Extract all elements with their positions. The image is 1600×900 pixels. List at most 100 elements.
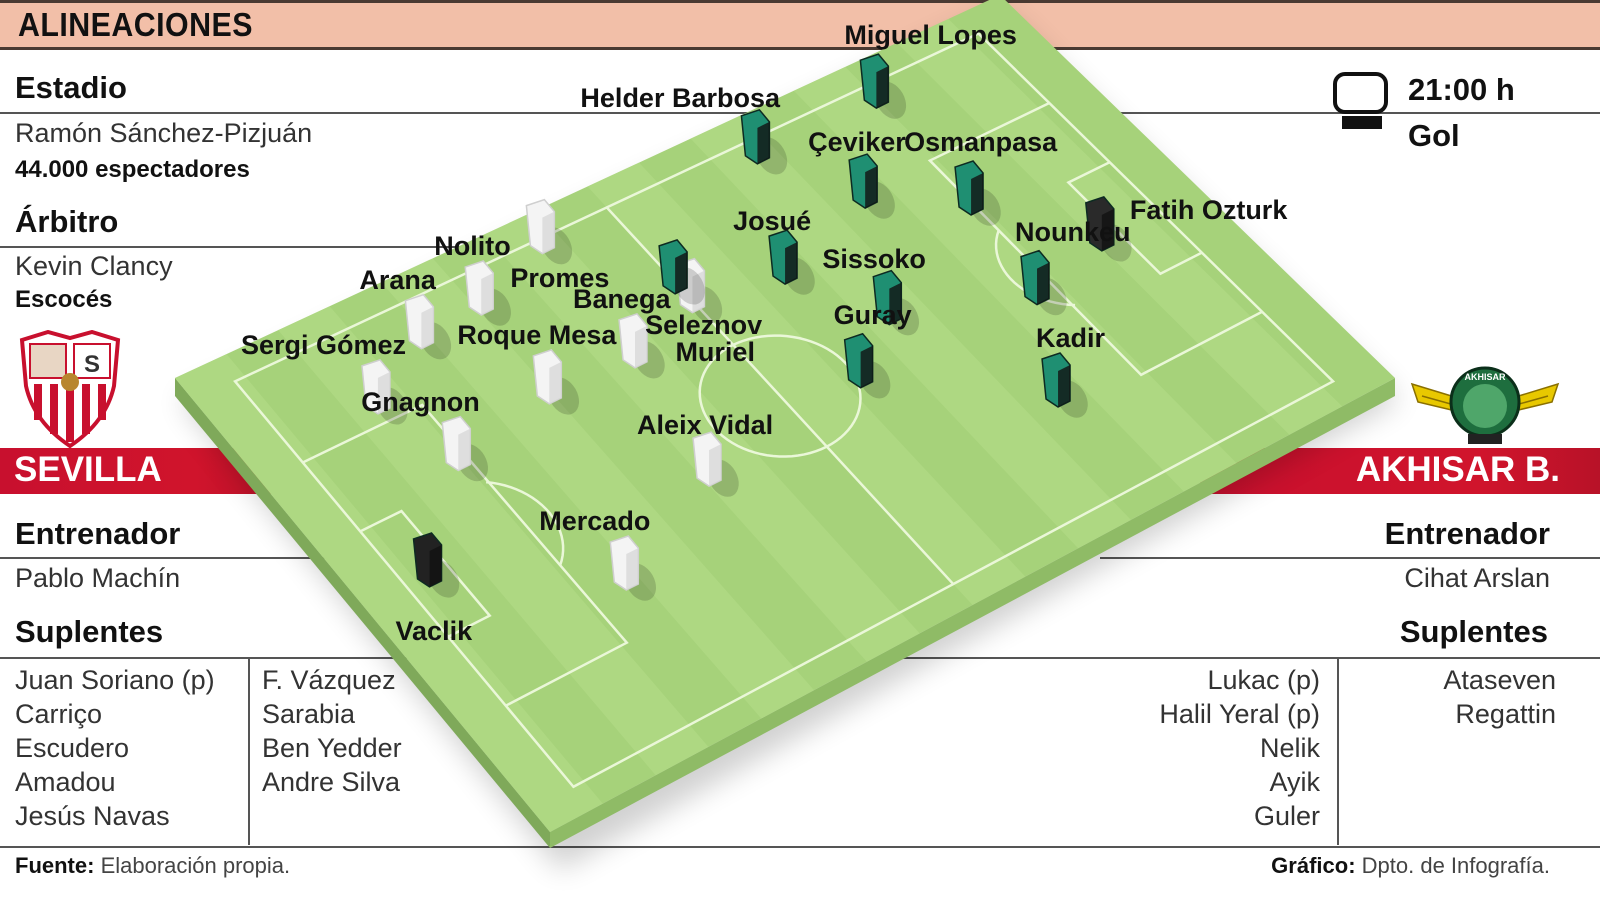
player-side: [377, 371, 390, 414]
divider: [0, 657, 460, 659]
divider: [900, 657, 1600, 659]
pitch-edge-right: [550, 378, 1395, 848]
divider: [0, 846, 1600, 848]
pitch-stripe: [690, 114, 1131, 549]
home-player-figure: [609, 535, 657, 601]
sub-player: Ayik: [1269, 767, 1320, 797]
referee-name: Kevin Clancy: [15, 251, 173, 281]
player-side: [709, 444, 722, 487]
sub-player: Sarabia: [262, 699, 356, 729]
away-player-name: Guray: [833, 299, 912, 330]
akhisar-crest-icon: AKHISAR: [1410, 366, 1560, 444]
player-side: [626, 548, 639, 591]
sub-player: Amadou: [15, 767, 116, 797]
tv-icon: [1333, 72, 1388, 114]
home-player-figure: [464, 260, 511, 326]
player-side: [458, 428, 471, 471]
player-side: [865, 166, 878, 209]
away-player-name: Seleznov: [645, 309, 763, 340]
away-team-name: AKHISAR B.: [1355, 450, 1560, 489]
home-player-name: Mercado: [539, 506, 651, 537]
away-subs-col2: Ataseven Regattin: [1443, 663, 1556, 731]
away-player-figure: [1041, 352, 1088, 418]
home-player-name: Banega: [573, 283, 671, 314]
home-player-name: Aleix Vidal: [637, 410, 774, 441]
sub-player: F. Vázquez: [262, 665, 396, 695]
home-player-figure: [404, 293, 452, 360]
home-player-name: Sergi Gómez: [240, 329, 406, 360]
away-player-figure: [954, 160, 1001, 226]
divider: [0, 557, 330, 559]
away-player-name: Kadir: [1036, 323, 1106, 353]
home-subs-col2: F. Vázquez Sarabia Ben Yedder Andre Silv…: [262, 663, 402, 799]
home-player-name: Roque Mesa: [457, 319, 617, 350]
header-band: [0, 0, 1600, 50]
tv-stand-icon: [1342, 116, 1382, 129]
away-player-figure: [859, 53, 907, 119]
sub-player: Juan Soriano (p): [15, 665, 215, 695]
home-subs-col1: Juan Soriano (p) Carriço Escudero Amadou…: [15, 663, 215, 833]
sub-player: Andre Silva: [262, 767, 401, 797]
referee-nationality: Escocés: [15, 286, 113, 313]
tv-channel: Gol: [1408, 118, 1460, 153]
player-side: [889, 282, 902, 325]
pitch-stripe: [175, 354, 603, 832]
referee-label: Árbitro: [15, 204, 119, 239]
away-subs-label: Suplentes: [1399, 614, 1548, 649]
away-player-figure: [843, 332, 891, 399]
player-side: [429, 544, 442, 587]
graphic-credit: Gráfico: Dpto. de Infografía.: [1271, 853, 1550, 878]
away-player-name: Josué: [733, 206, 812, 237]
home-player-name: Gnagnon: [361, 386, 480, 417]
home-coach-label: Entrenador: [15, 516, 181, 551]
stadium-name: Ramón Sánchez-Pizjuán: [15, 118, 313, 148]
player-side: [876, 66, 889, 109]
sub-player: Regattin: [1455, 699, 1556, 729]
player-side: [757, 121, 770, 164]
away-player-figure: [872, 269, 920, 336]
home-player-name: Promes: [510, 262, 610, 293]
home-player-figure: [525, 198, 573, 265]
player-side: [421, 306, 434, 349]
pitch-stripe: [381, 258, 815, 719]
pitch-stripe: [793, 66, 1237, 492]
home-player-name: Vaclik: [395, 615, 473, 646]
sub-player: Nelik: [1259, 733, 1320, 763]
away-player-figure: [1020, 249, 1067, 316]
home-player-name: Arana: [359, 264, 436, 295]
sub-player: Jesús Navas: [15, 801, 170, 831]
away-player-name: Nounkeu: [1015, 216, 1131, 247]
stadium-capacity: 44.000 espectadores: [15, 156, 250, 183]
player-side: [692, 270, 705, 313]
sub-player: Lukac (p): [1207, 665, 1320, 695]
sub-player: Ataseven: [1443, 665, 1556, 695]
player-side: [971, 173, 984, 216]
away-player-name: Sissoko: [822, 243, 926, 274]
away-player-figure: [658, 239, 705, 305]
sub-player: Carriço: [15, 699, 103, 729]
column-divider: [248, 659, 250, 845]
away-subs-col1: Lukac (p) Halil Yeral (p) Nelik Ayik Gul…: [1159, 663, 1320, 833]
player-side: [1058, 365, 1071, 408]
pitch-markings: [233, 31, 1336, 789]
player-side: [542, 211, 555, 254]
away-player-name: Helder Barbosa: [580, 82, 780, 113]
away-player-name: Çeviker: [808, 127, 906, 158]
home-coach-name: Pablo Machín: [15, 563, 181, 593]
home-goal-area: [359, 509, 492, 638]
away-player-figure: [768, 229, 815, 295]
sub-player: Escudero: [15, 733, 130, 763]
home-subs-label: Suplentes: [15, 614, 164, 649]
away-player-name: Fatih Ozturk: [1129, 194, 1288, 225]
column-divider: [1337, 659, 1339, 845]
away-coach-name: Cihat Arslan: [1404, 563, 1550, 593]
home-penalty-area: [302, 403, 629, 707]
player-side: [549, 361, 562, 404]
touchline: [233, 31, 1336, 789]
player-side: [635, 325, 648, 368]
away-player-name: Miguel Lopes: [844, 20, 1017, 51]
player-side: [785, 242, 798, 285]
away-player-figure: [740, 108, 788, 175]
players: [361, 53, 1132, 601]
